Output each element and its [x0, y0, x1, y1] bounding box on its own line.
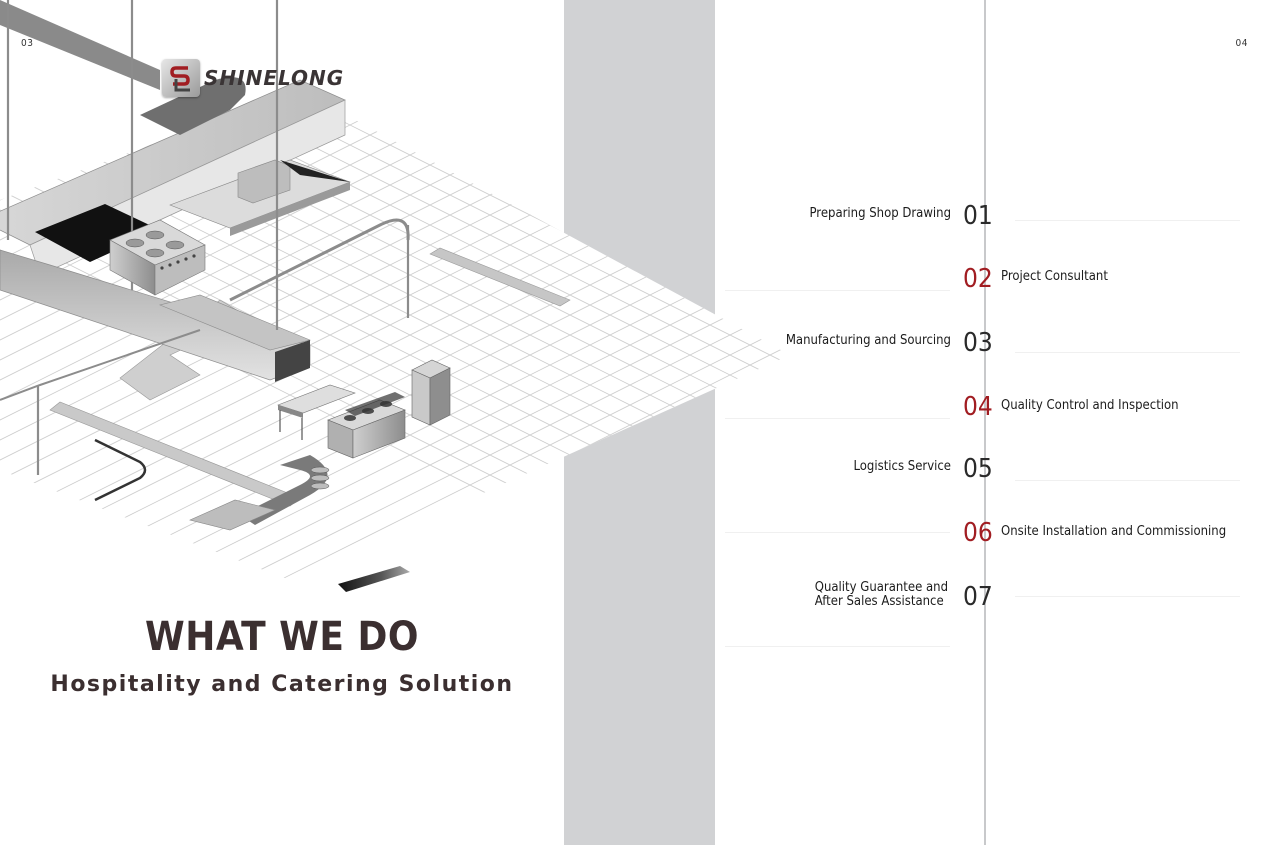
divider-line	[1015, 480, 1240, 481]
step-number: 01	[963, 201, 993, 231]
step-label-line: After Sales Assistance	[814, 594, 944, 609]
divider-line	[725, 290, 950, 291]
brand-name: SHINELONG	[204, 66, 345, 90]
step-label: Project Consultant	[1001, 269, 1108, 284]
step-label: Manufacturing and Sourcing	[785, 333, 951, 348]
step-number: 07	[963, 582, 993, 612]
page-number-right: 04	[1235, 38, 1248, 49]
step-number: 05	[963, 454, 993, 484]
divider-line	[725, 532, 950, 533]
divider-line	[1015, 220, 1240, 221]
kitchen-illustration	[0, 0, 790, 592]
step-label: Quality Guarantee and After Sales Assist…	[815, 581, 948, 609]
step-label-line: Quality Guarantee and	[814, 580, 948, 595]
brand-logo: SHINELONG	[162, 59, 344, 97]
step-number: 03	[963, 328, 993, 358]
step-label: Onsite Installation and Commissioning	[1001, 524, 1227, 539]
divider-line	[1015, 352, 1240, 353]
divider-line	[725, 418, 950, 419]
page-title: WHAT WE DO	[145, 614, 419, 660]
step-number: 02	[963, 264, 993, 294]
step-label: Quality Control and Inspection	[1001, 398, 1179, 413]
page-number-left: 03	[21, 38, 34, 49]
step-label: Preparing Shop Drawing	[809, 206, 951, 221]
step-number: 04	[963, 392, 993, 422]
page-subtitle: Hospitality and Catering Solution	[50, 672, 514, 697]
divider-line	[1015, 596, 1240, 597]
vertical-divider	[984, 0, 986, 845]
step-label: Logistics Service	[853, 459, 951, 474]
sl-monogram-icon	[162, 59, 200, 97]
step-number: 06	[963, 518, 993, 548]
divider-line	[725, 646, 950, 647]
